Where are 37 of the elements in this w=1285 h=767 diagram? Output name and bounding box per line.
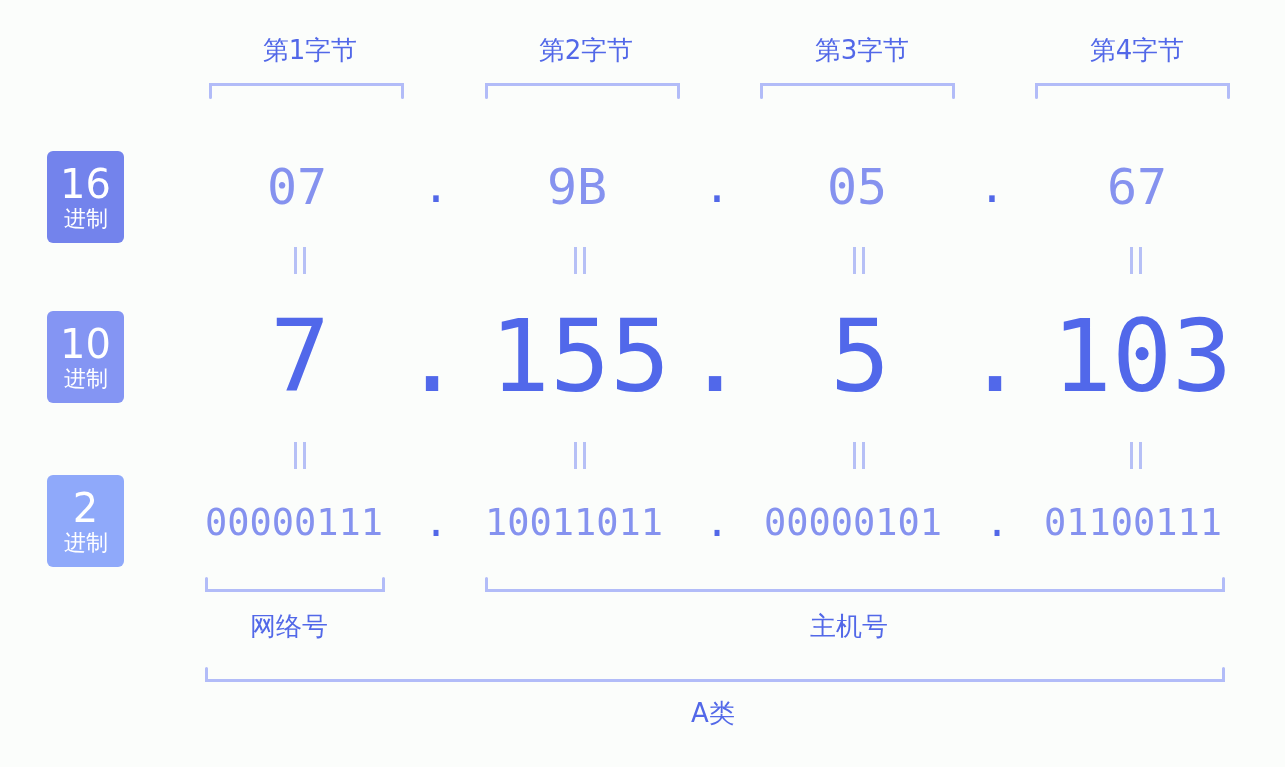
- hex-value: 9B: [546, 162, 608, 212]
- binary-value: 10011011: [484, 503, 664, 541]
- range-label: 网络号: [250, 613, 328, 639]
- separator-dot: .: [964, 307, 1026, 407]
- byte-heading: 第3字节: [814, 37, 910, 63]
- base-badge: [47, 311, 124, 403]
- base-badge: [47, 475, 124, 567]
- separator-dot: .: [984, 502, 1010, 542]
- separator-dot: .: [704, 502, 730, 542]
- base-unit: 进制: [63, 206, 108, 232]
- binary-value: 00000101: [763, 503, 943, 541]
- separator-dot: .: [978, 165, 1006, 209]
- decimal-value: 103: [1051, 307, 1233, 407]
- base-number: 2: [72, 486, 99, 530]
- byte-heading: 第2字节: [538, 37, 634, 63]
- byte-heading: 第4字节: [1089, 37, 1185, 63]
- binary-value: 00000111: [204, 503, 384, 541]
- base-badge: [47, 151, 124, 243]
- hex-value: 67: [1106, 162, 1168, 212]
- binary-value: 01100111: [1043, 503, 1223, 541]
- base-number: 10: [60, 322, 111, 366]
- decimal-value: 155: [489, 307, 671, 407]
- separator-dot: .: [684, 307, 746, 407]
- hex-value: 05: [826, 162, 888, 212]
- separator-dot: .: [423, 502, 449, 542]
- decimal-value: 5: [829, 307, 891, 407]
- byte-heading: 第1字节: [262, 37, 358, 63]
- range-label: A类: [691, 700, 735, 726]
- range-label: 主机号: [810, 613, 888, 639]
- decimal-value: 7: [269, 307, 331, 407]
- separator-dot: .: [422, 165, 450, 209]
- base-number: 16: [60, 162, 111, 206]
- base-unit: 进制: [63, 366, 108, 392]
- separator-dot: .: [401, 307, 463, 407]
- base-unit: 进制: [63, 530, 108, 556]
- hex-value: 07: [266, 162, 328, 212]
- separator-dot: .: [703, 165, 731, 209]
